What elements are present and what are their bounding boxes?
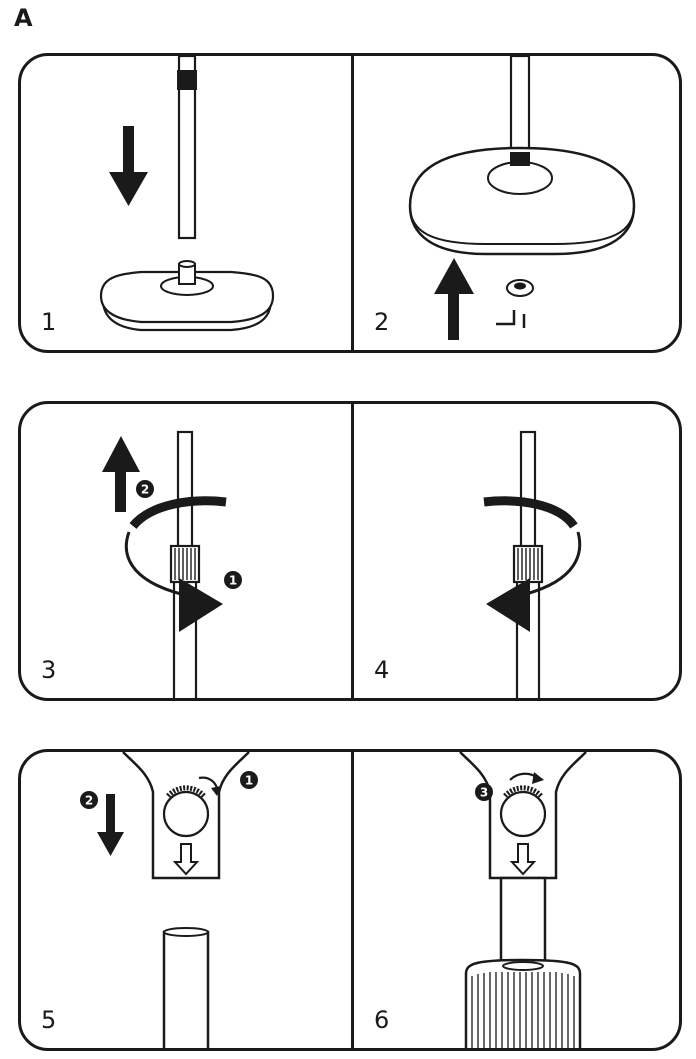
fan-base <box>408 146 636 256</box>
step-5-panel: 2 1 5 <box>21 752 351 1048</box>
step-5-illustration: 2 1 <box>80 752 258 1048</box>
panel-divider <box>351 752 354 1048</box>
svg-text:2: 2 <box>85 794 93 808</box>
step-number: 4 <box>374 656 390 684</box>
step-4-panel: 4 <box>354 404 679 698</box>
step-6-illustration: 3 <box>459 752 587 1048</box>
panel-row-2: 2 1 3 4 <box>18 401 682 701</box>
panel-row-3: 2 1 5 <box>18 749 682 1051</box>
pole <box>177 56 197 240</box>
inner-pole <box>519 430 537 564</box>
badge-step-order-1: 1 <box>224 571 242 589</box>
svg-text:1: 1 <box>245 774 253 788</box>
down-arrow-icon <box>109 126 148 206</box>
pole-top <box>162 927 210 1048</box>
step-2-illustration <box>408 56 636 340</box>
step-number: 2 <box>374 308 390 336</box>
rotate-counterclockwise-icon <box>483 496 582 632</box>
washer-part <box>506 279 534 297</box>
up-arrow-icon <box>102 436 140 512</box>
allen-key-part <box>496 310 526 328</box>
pole <box>509 56 531 158</box>
svg-text:3: 3 <box>480 786 488 800</box>
step-4-illustration <box>483 430 582 698</box>
step-number: 6 <box>374 1006 390 1034</box>
panel-divider <box>351 56 354 350</box>
badge-step-order-3: 3 <box>475 783 493 801</box>
rotate-knob-arrow-icon <box>198 776 219 789</box>
step-number: 5 <box>41 1006 57 1034</box>
insert-down-arrow-icon <box>509 843 537 876</box>
pole-collar <box>177 70 197 90</box>
locking-collar <box>464 958 582 1048</box>
locking-knob <box>162 790 210 838</box>
panel-divider <box>351 404 354 698</box>
rotate-clockwise-icon <box>124 496 227 632</box>
panel-row-1: 1 <box>18 53 682 353</box>
down-arrow-icon <box>97 794 124 856</box>
badge-step-order-1: 1 <box>240 771 258 789</box>
step-number: 3 <box>41 656 57 684</box>
head-connector <box>122 752 250 880</box>
head-connector <box>459 752 587 880</box>
step-1-illustration <box>99 56 275 332</box>
badge-step-order-2: 2 <box>136 480 154 498</box>
fan-base <box>99 260 275 332</box>
up-arrow-icon <box>434 258 474 340</box>
svg-text:2: 2 <box>141 483 149 497</box>
badge-step-order-2: 2 <box>80 791 98 809</box>
locking-knob <box>499 790 547 838</box>
insert-down-arrow-icon <box>172 843 200 876</box>
step-6-panel: 3 6 <box>354 752 679 1048</box>
section-letter: A <box>14 4 33 32</box>
pole-inserted <box>499 876 547 976</box>
step-3-illustration: 2 1 <box>102 430 242 698</box>
step-3-panel: 2 1 3 <box>21 404 351 698</box>
step-number: 1 <box>41 308 57 336</box>
step-1-panel: 1 <box>21 56 351 350</box>
step-2-panel: 2 <box>354 56 679 350</box>
svg-text:1: 1 <box>229 574 237 588</box>
